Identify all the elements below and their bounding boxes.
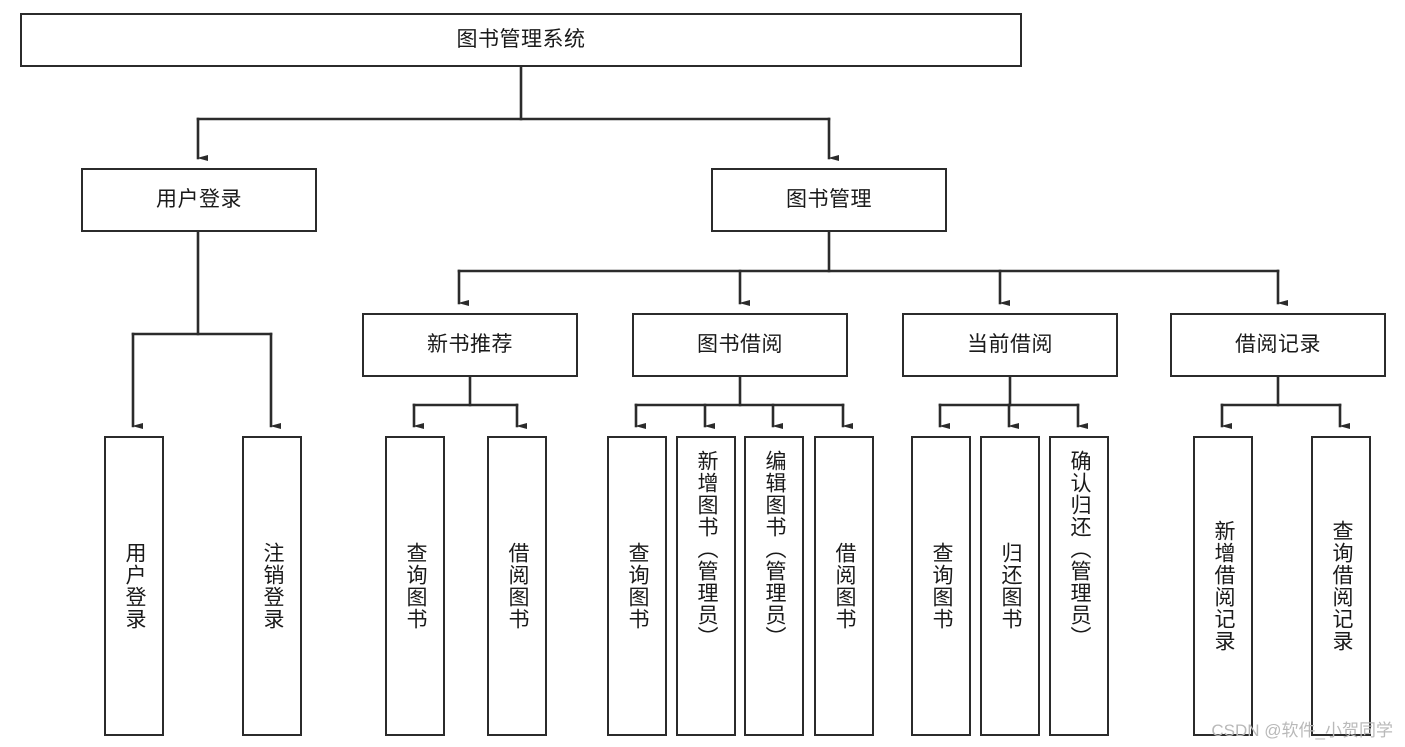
leaf-borrow-record-query-record[interactable]: 查询借阅记录 xyxy=(1311,436,1371,736)
leaf-user-login-login[interactable]: 用户登录 xyxy=(104,436,164,736)
node-label: 新增借阅记录 xyxy=(1211,520,1235,652)
node-label: 用户登录 xyxy=(156,187,242,211)
leaf-current-borrow-return-book[interactable]: 归还图书 xyxy=(980,436,1040,736)
leaf-user-login-logout[interactable]: 注销登录 xyxy=(242,436,302,736)
node-label: 新书推荐 xyxy=(427,332,513,356)
leaf-current-borrow-query-book[interactable]: 查询图书 xyxy=(911,436,971,736)
leaf-book-borrow-borrow-book[interactable]: 借阅图书 xyxy=(814,436,874,736)
node-label: 查询图书 xyxy=(403,542,427,630)
node-user-login[interactable]: 用户登录 xyxy=(81,168,317,232)
node-label: 用户登录 xyxy=(122,542,146,630)
node-label: 借阅记录 xyxy=(1235,332,1321,356)
leaf-book-borrow-query-book[interactable]: 查询图书 xyxy=(607,436,667,736)
node-current-borrow[interactable]: 当前借阅 xyxy=(902,313,1118,377)
node-label: 图书借阅 xyxy=(697,332,783,356)
node-label: 查询图书 xyxy=(929,542,953,630)
node-label: 新增图书（管理员） xyxy=(694,450,718,648)
leaf-current-borrow-confirm-return-admin[interactable]: 确认归还（管理员） xyxy=(1049,436,1109,736)
watermark: CSDN @软件_小贺同学 xyxy=(1211,721,1393,740)
node-label: 确认归还（管理员） xyxy=(1067,450,1091,648)
node-label: 借阅图书 xyxy=(832,542,856,630)
node-new-book-recommend[interactable]: 新书推荐 xyxy=(362,313,578,377)
leaf-new-book-borrow-book[interactable]: 借阅图书 xyxy=(487,436,547,736)
leaf-book-borrow-edit-book-admin[interactable]: 编辑图书（管理员） xyxy=(744,436,804,736)
node-label: 编辑图书（管理员） xyxy=(762,450,786,648)
node-label: 借阅图书 xyxy=(505,542,529,630)
node-book-management[interactable]: 图书管理 xyxy=(711,168,947,232)
node-label: 当前借阅 xyxy=(967,332,1053,356)
node-label: 图书管理 xyxy=(786,187,872,211)
node-label: 归还图书 xyxy=(998,542,1022,630)
node-book-borrow[interactable]: 图书借阅 xyxy=(632,313,848,377)
leaf-book-borrow-add-book-admin[interactable]: 新增图书（管理员） xyxy=(676,436,736,736)
node-label: 注销登录 xyxy=(260,542,284,630)
node-root-book-management-system[interactable]: 图书管理系统 xyxy=(20,13,1022,67)
leaf-new-book-query-book[interactable]: 查询图书 xyxy=(385,436,445,736)
node-borrow-record[interactable]: 借阅记录 xyxy=(1170,313,1386,377)
node-label: 查询借阅记录 xyxy=(1329,520,1353,652)
node-label: 查询图书 xyxy=(625,542,649,630)
node-label: 图书管理系统 xyxy=(456,27,586,51)
leaf-borrow-record-add-record[interactable]: 新增借阅记录 xyxy=(1193,436,1253,736)
